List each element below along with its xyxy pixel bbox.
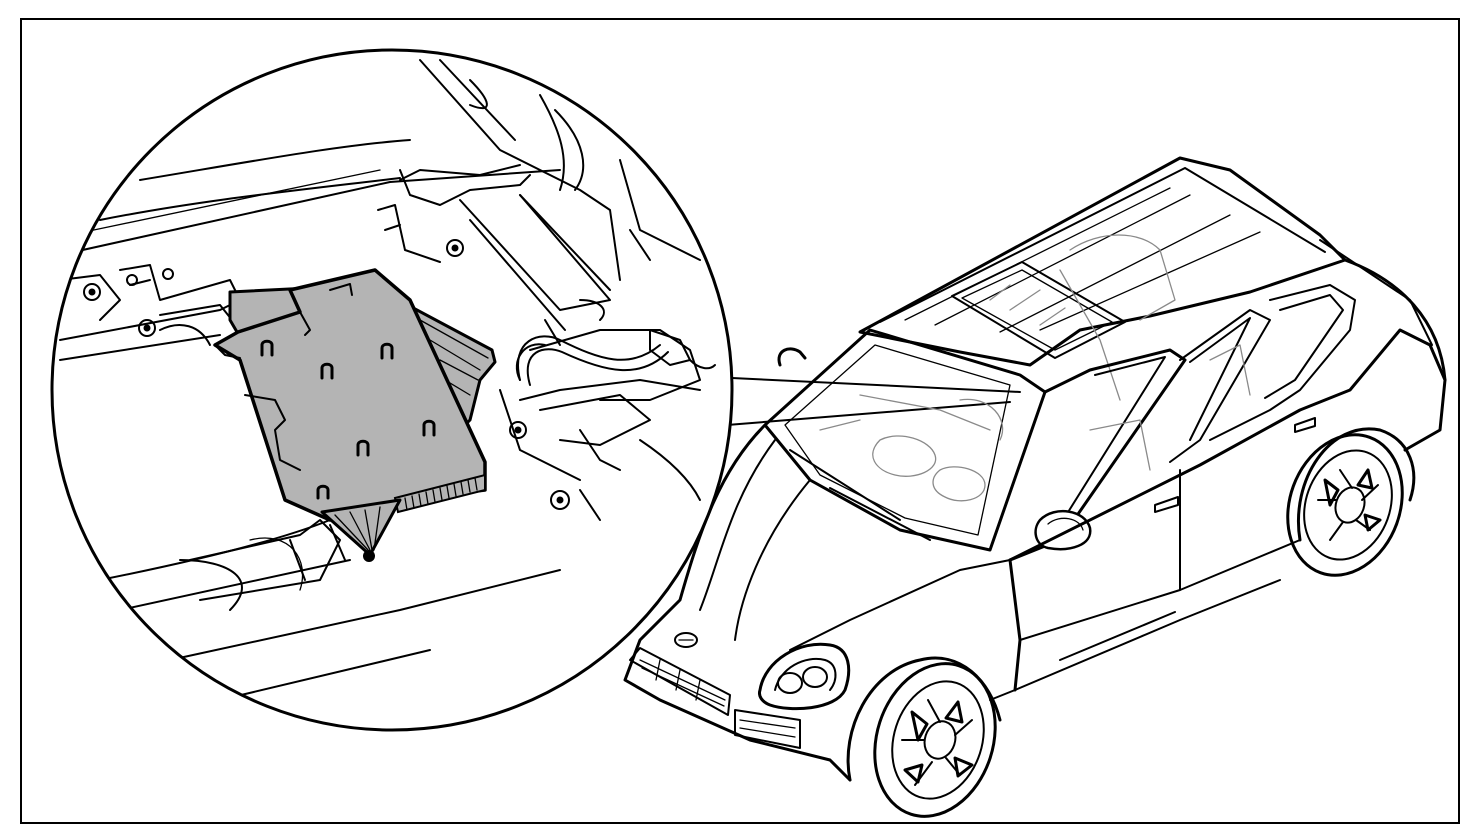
control-unit-highlighted: [213, 268, 497, 562]
magnifier-border: [50, 48, 734, 732]
detail-magnifier: [50, 48, 734, 732]
front-wheel: [873, 662, 997, 818]
front-grille: [629, 647, 731, 716]
wiper-right: [829, 487, 931, 541]
door-handle-front: [1154, 496, 1179, 513]
rear-wheel: [1286, 433, 1404, 577]
door-handle-rear: [1294, 417, 1316, 433]
brand-logo: [674, 632, 698, 648]
callout-leader-lines: [726, 377, 1021, 426]
sunroof: [951, 261, 1126, 359]
wiper-left: [789, 449, 901, 521]
headlight: [758, 642, 851, 711]
windshield: [763, 328, 1047, 552]
detail-background-structure: [59, 59, 716, 701]
suv-vehicle: [623, 156, 1447, 818]
rear-wheel-arch: [1297, 427, 1416, 542]
roof-outline: [858, 156, 1347, 367]
lower-grille: [734, 709, 801, 749]
